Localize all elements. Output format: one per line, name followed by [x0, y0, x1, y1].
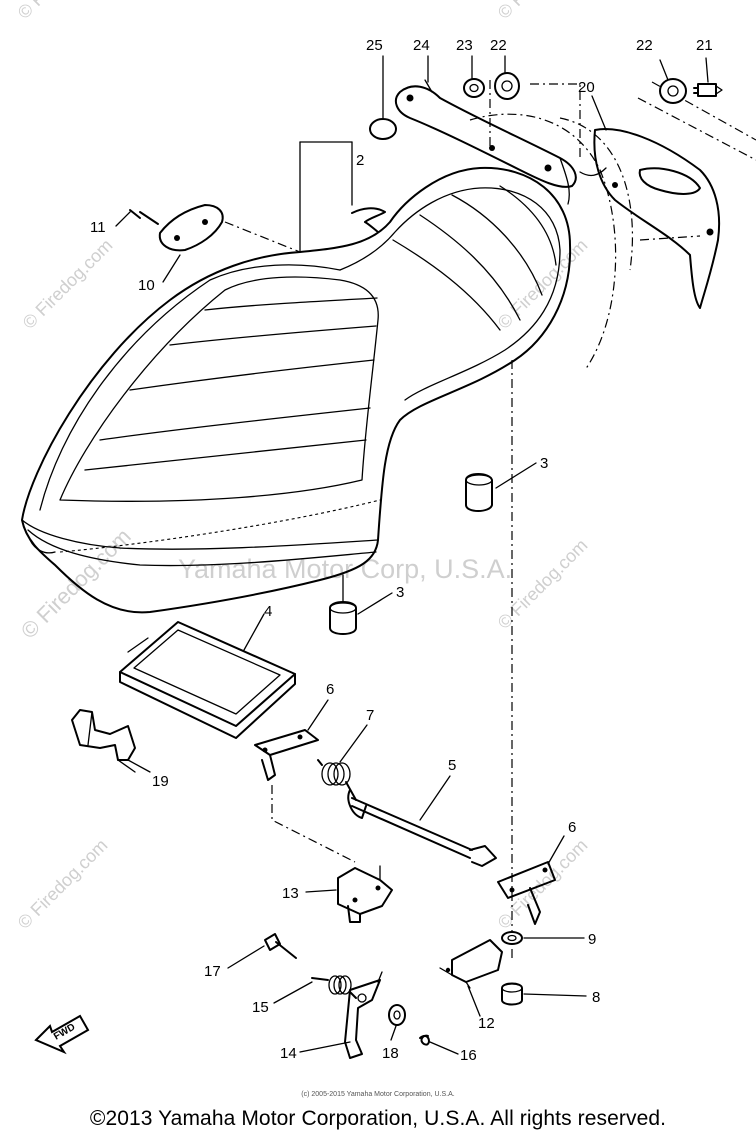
callout-18: 18	[382, 1045, 399, 1062]
hinge-10	[158, 204, 301, 253]
watermark-corp: Yamaha Motor Corp, U.S.A.	[178, 554, 512, 584]
callout-3: 3	[540, 455, 548, 472]
callout-19: 19	[152, 773, 169, 790]
rear-bracket-20	[593, 81, 756, 309]
callout-21: 21	[696, 37, 713, 54]
bolt-21	[693, 83, 723, 97]
callout-8: 8	[592, 989, 600, 1006]
small-copyright: (c) 2005-2015 Yamaha Motor Corporation, …	[301, 1091, 455, 1098]
bolt-17	[264, 933, 297, 959]
damper-22	[494, 72, 520, 100]
bracket-19	[71, 709, 136, 773]
grab-bar-24	[394, 79, 607, 205]
washer-9	[501, 931, 523, 945]
callout-2: 2	[356, 152, 364, 169]
washer-18	[388, 1004, 406, 1026]
cover-12	[439, 939, 503, 989]
callout-7: 7	[366, 707, 374, 724]
nut-23	[463, 78, 485, 98]
callout-17: 17	[204, 963, 221, 980]
callout-6: 6	[568, 819, 576, 836]
leader-lines	[115, 55, 709, 1055]
damper-3b	[329, 601, 357, 635]
screw-11	[129, 209, 159, 225]
watermark-brand: © Firedog.com	[14, 835, 112, 933]
callout-15: 15	[252, 999, 269, 1016]
fwd-arrow: FWD	[34, 1014, 90, 1055]
callout-6: 6	[326, 681, 334, 698]
watermark-brand: © Firedog.com	[14, 0, 112, 23]
watermark-brand: © Firedog.com	[494, 0, 592, 23]
callout-10: 10	[138, 277, 155, 294]
callout-16: 16	[460, 1047, 477, 1064]
spring-7	[317, 759, 357, 801]
clip-16	[419, 1034, 430, 1046]
callouts: 25 24 23 22 22 21 20 2 11 10 3 3 4 6 7 5…	[90, 37, 713, 1064]
seat-strap-2	[299, 141, 386, 253]
lever-14	[344, 971, 383, 1059]
tray-4	[119, 621, 296, 739]
callout-23: 23	[456, 37, 473, 54]
copyright-notice: ©2013 Yamaha Motor Corporation, U.S.A. A…	[89, 1107, 667, 1130]
watermark-layer: © Firedog.com © Firedog.com © Firedog.co…	[14, 0, 592, 933]
callout-11: 11	[90, 219, 106, 236]
bracket-6a	[254, 729, 356, 863]
spring-15	[311, 975, 357, 999]
callout-24: 24	[413, 37, 430, 54]
damper-22b	[659, 78, 687, 104]
damper-3a	[465, 473, 493, 512]
rod-5	[347, 360, 513, 960]
callout-22: 22	[490, 37, 507, 54]
callout-25: 25	[366, 37, 383, 54]
bracket-6b	[497, 861, 556, 925]
lock-13	[337, 865, 393, 923]
seat-assembly	[21, 113, 633, 614]
callout-3: 3	[396, 584, 404, 601]
callout-20: 20	[578, 79, 595, 96]
callout-14: 14	[280, 1045, 297, 1062]
collar-8	[501, 982, 523, 1006]
callout-9: 9	[588, 931, 596, 948]
callout-5: 5	[448, 757, 456, 774]
callout-4: 4	[264, 603, 272, 620]
cap-25	[369, 118, 397, 140]
callout-13: 13	[282, 885, 299, 902]
callout-22: 22	[636, 37, 653, 54]
callout-12: 12	[478, 1015, 495, 1032]
watermark-brand: © Firedog.com	[19, 235, 117, 333]
watermark-brand: © Firedog.com	[494, 235, 592, 333]
